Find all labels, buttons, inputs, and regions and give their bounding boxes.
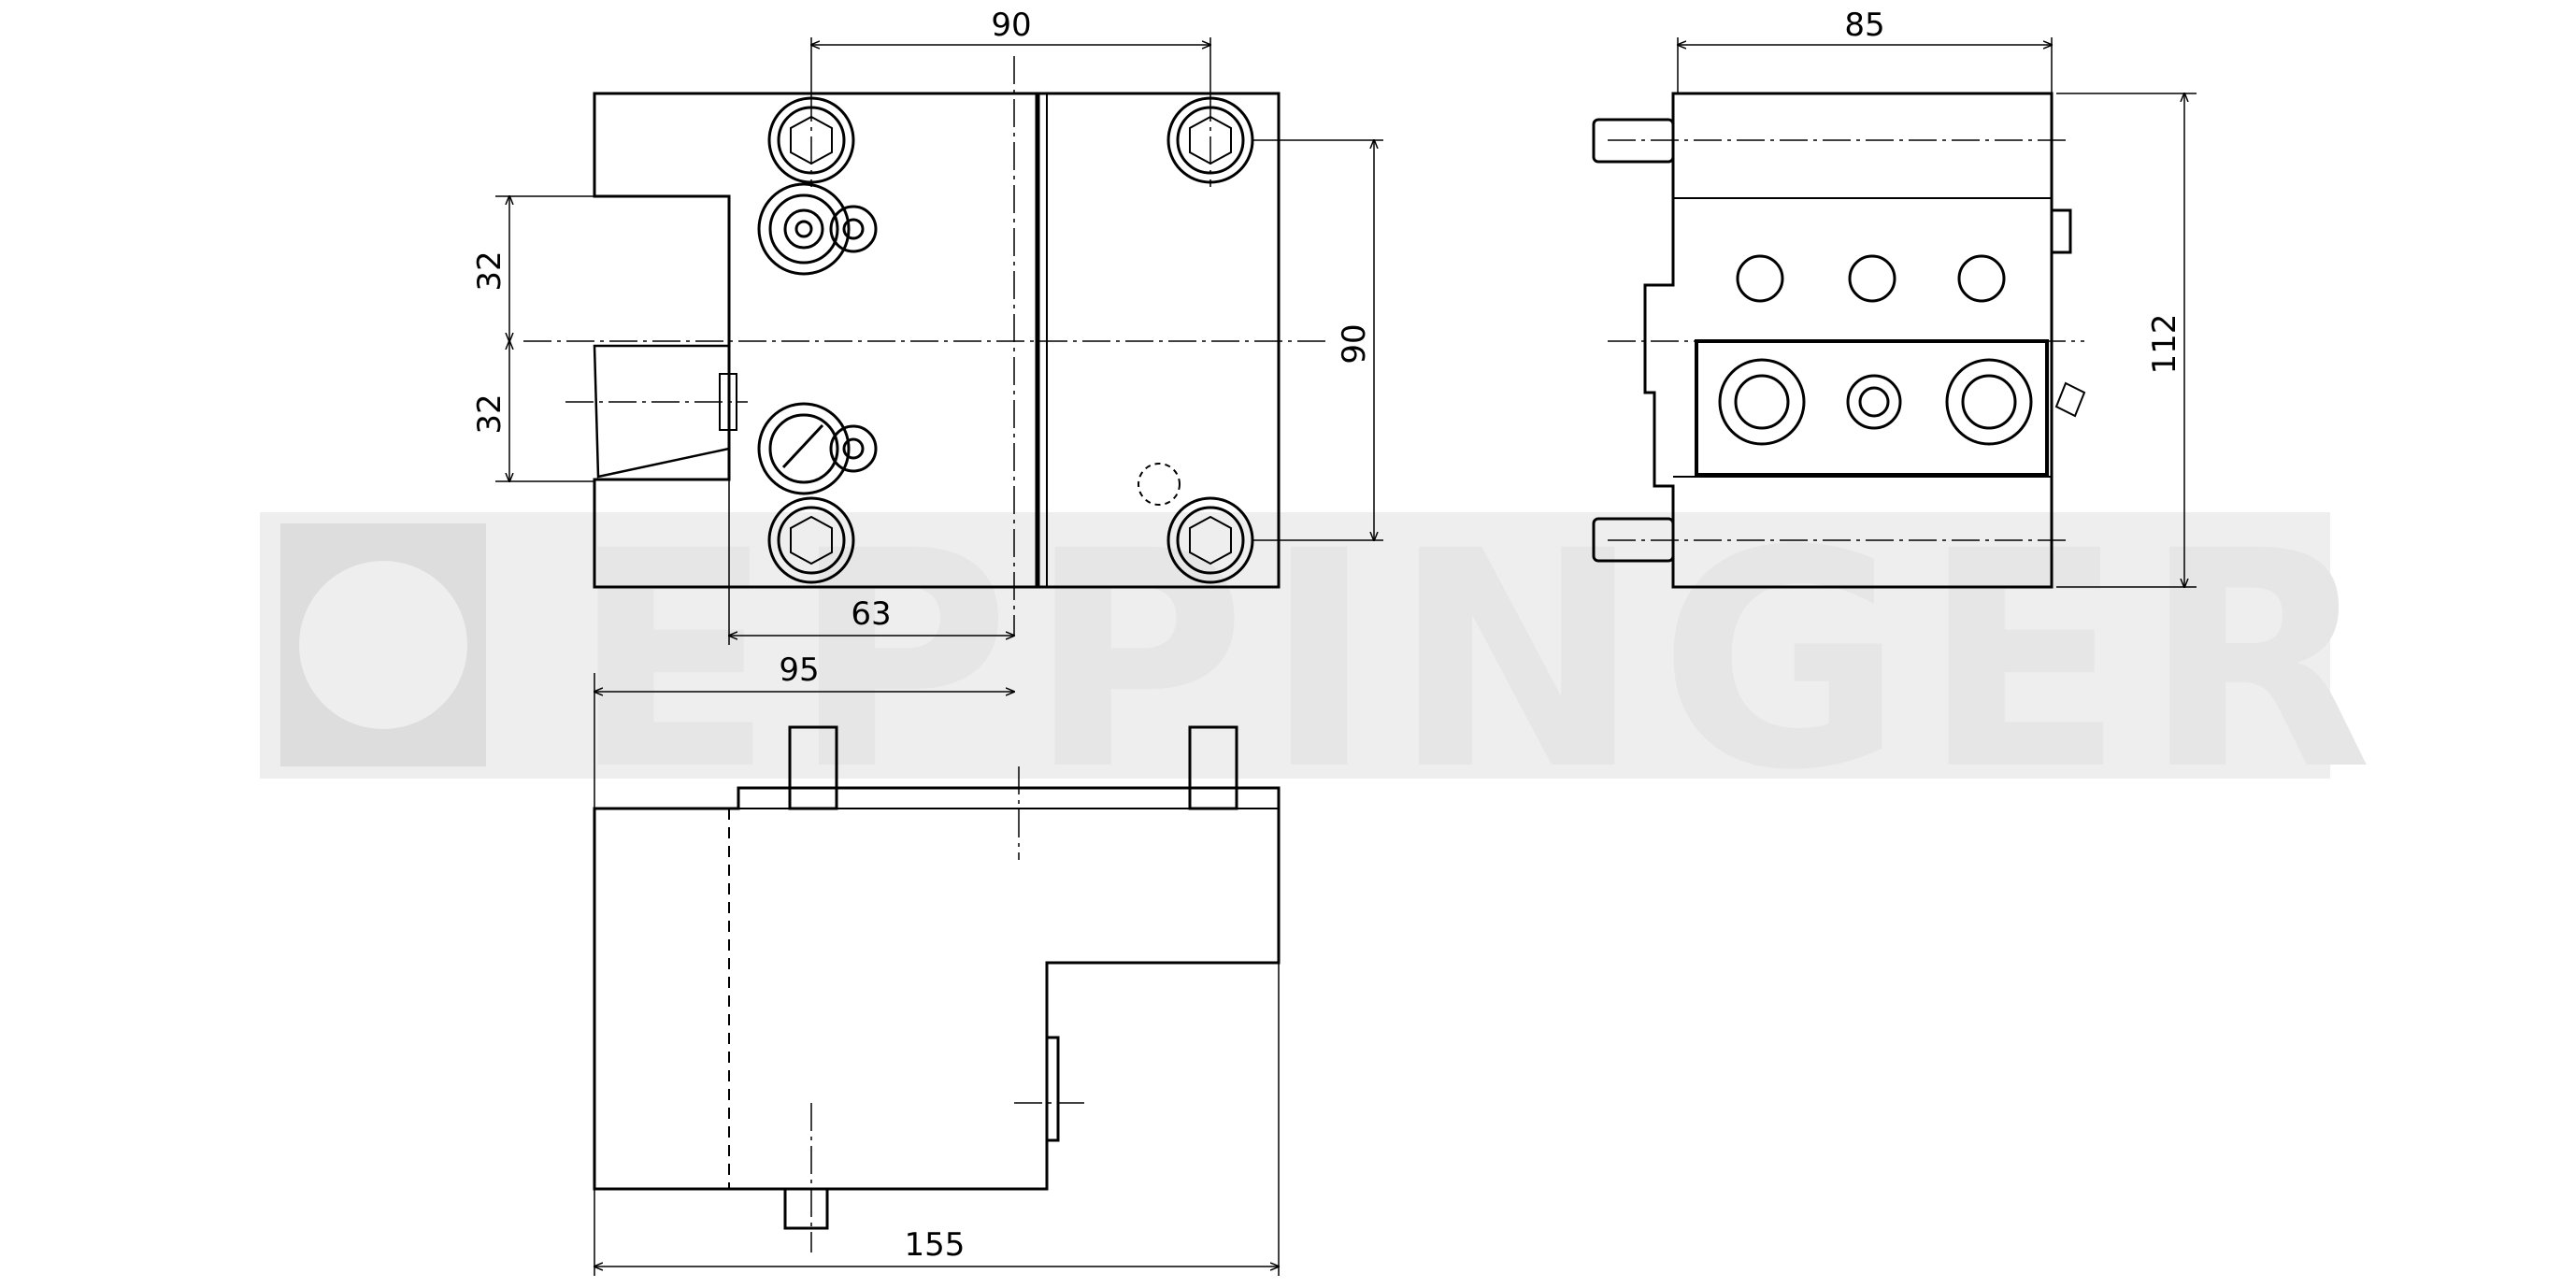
coolant-port-upper xyxy=(757,182,878,276)
center-lines xyxy=(523,56,2084,1252)
side-bolt-left xyxy=(1718,358,1806,446)
side-bolt-right xyxy=(1945,358,2033,446)
bottom-view-outline xyxy=(593,786,1281,1191)
hidden-hole xyxy=(1138,463,1181,506)
bottom-pin-left xyxy=(788,725,838,810)
dim-63: 63 xyxy=(851,595,891,633)
bottom-plug xyxy=(783,1187,829,1230)
dim-90-top: 90 xyxy=(991,7,1031,44)
bolt-bottom-left xyxy=(767,496,855,584)
watermark-text: EPPINGER xyxy=(570,488,2389,836)
watermark-band xyxy=(260,512,2330,779)
dim-32-lower: 32 xyxy=(471,394,508,434)
front-view-outline xyxy=(593,92,1281,589)
dim-155: 155 xyxy=(905,1226,966,1264)
dim-32-upper: 32 xyxy=(471,250,508,291)
coolant-port-lower xyxy=(757,402,878,495)
clamp-wedge xyxy=(593,344,731,479)
side-nub xyxy=(2050,208,2072,254)
dim-112: 112 xyxy=(2146,314,2183,375)
side-bolt-center xyxy=(1846,374,1902,430)
dim-95: 95 xyxy=(779,651,819,689)
bottom-key xyxy=(1045,1036,1060,1142)
side-screw xyxy=(2054,381,2086,418)
watermark: EPPINGER xyxy=(260,488,2389,836)
watermark-logo-circle xyxy=(299,561,467,729)
side-view xyxy=(1592,92,2086,589)
dim-90-side: 90 xyxy=(1336,323,1373,364)
dim-85: 85 xyxy=(1844,7,1884,44)
bottom-pin-right xyxy=(1188,725,1238,810)
dimension-lines xyxy=(495,37,2197,1276)
side-view-outline xyxy=(1643,92,2054,589)
